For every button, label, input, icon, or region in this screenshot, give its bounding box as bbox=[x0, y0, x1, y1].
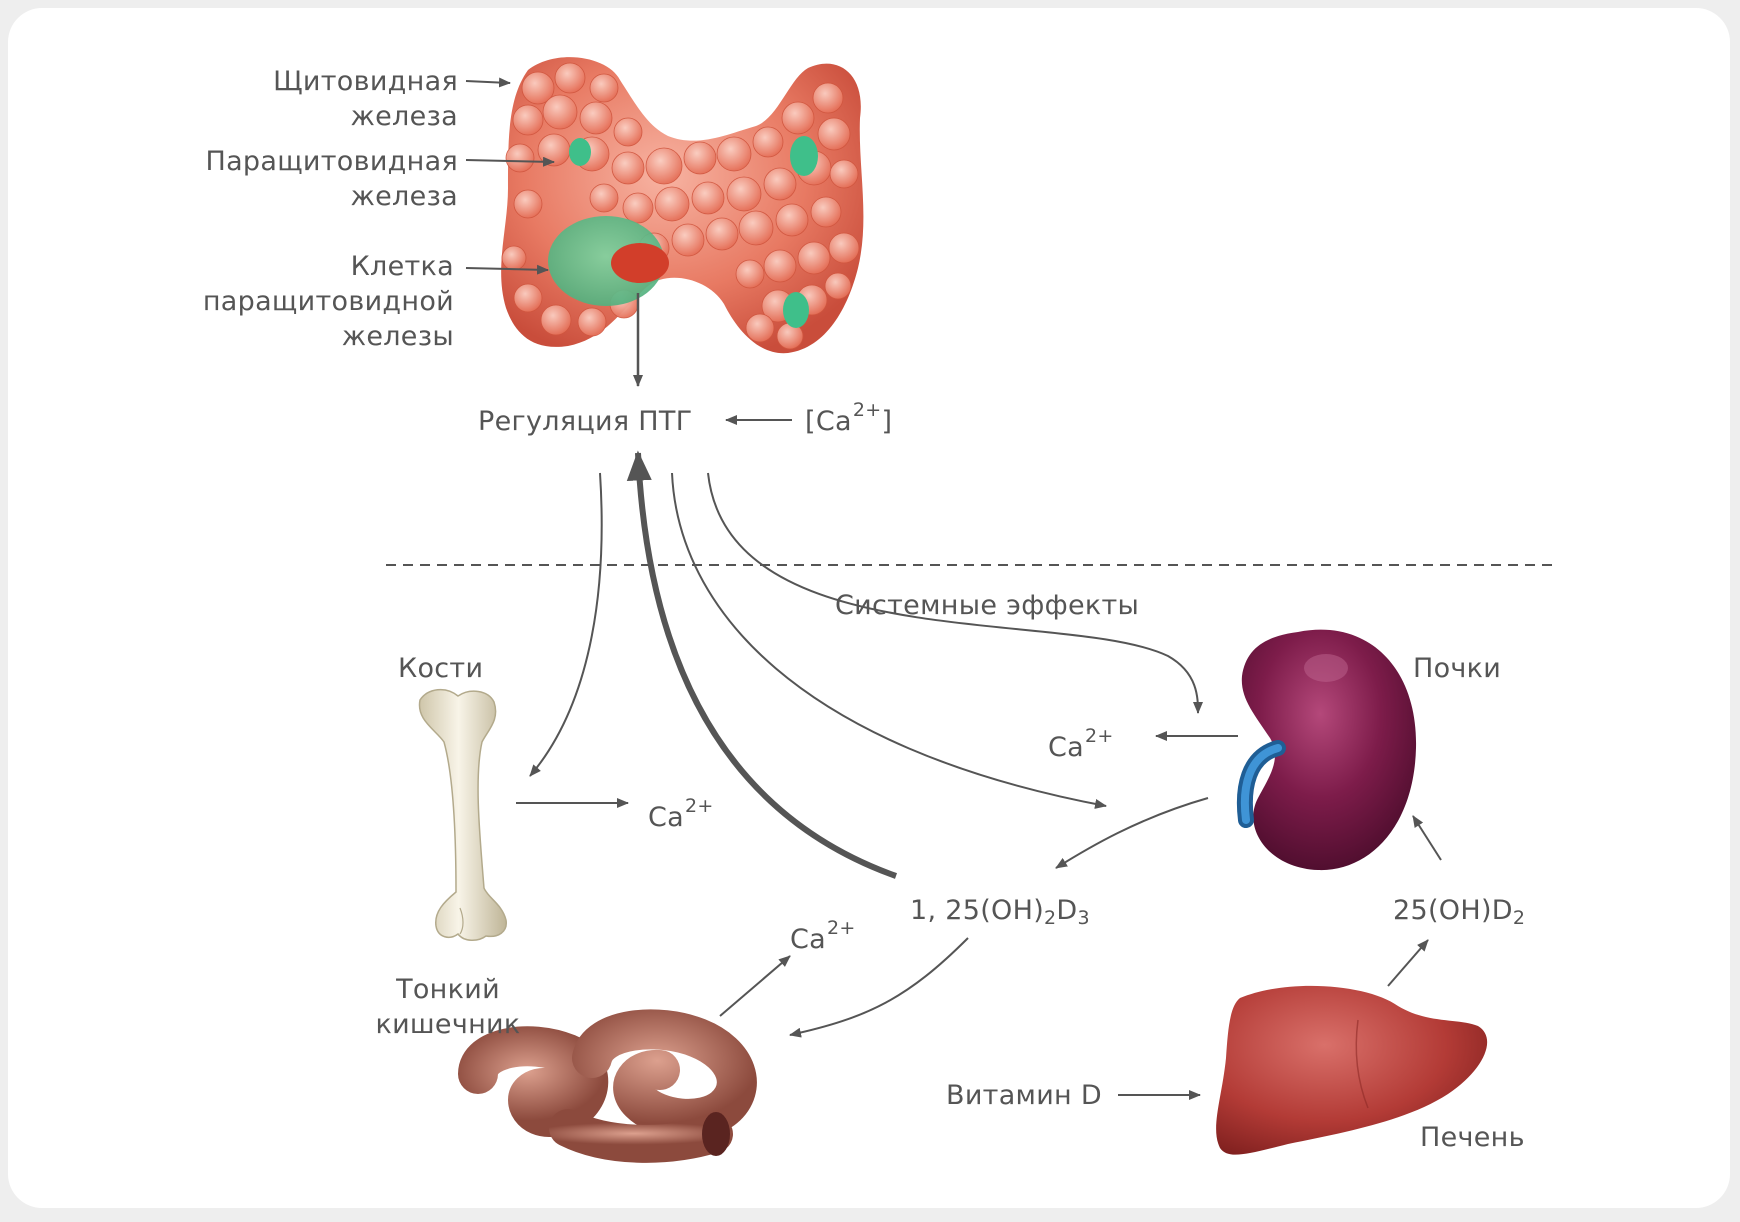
liver-illustration bbox=[1216, 985, 1488, 1155]
intestine-calcium-label: Ca2+ bbox=[790, 917, 856, 955]
vitamin-d-label: Витамин D bbox=[946, 1080, 1102, 1111]
calcitriol-label: 1, 25(OH)2D3 bbox=[910, 895, 1090, 929]
kidney-to-calcitriol-arrow bbox=[1055, 797, 1209, 869]
kidney-calcium-label: Ca2+ bbox=[1048, 725, 1114, 763]
calcitriol-to-intestine-arrow bbox=[789, 937, 969, 1038]
pth-regulation-label: Регуляция ПТГ bbox=[478, 406, 693, 437]
bone-illustration bbox=[418, 688, 507, 941]
bone-calcium-label: Ca2+ bbox=[648, 795, 714, 833]
calcidiol-label: 25(OH)D2 bbox=[1393, 895, 1526, 929]
systemic-effects-label: Системные эффекты bbox=[835, 590, 1140, 621]
liver-label: Печень bbox=[1420, 1122, 1525, 1153]
label-pointers bbox=[465, 77, 555, 275]
thyroid-gland-illustration bbox=[501, 57, 864, 354]
kidney-illustration bbox=[1236, 629, 1417, 871]
cell-nucleus bbox=[611, 243, 669, 283]
liver-to-calcidiol-arrow bbox=[1387, 939, 1429, 987]
pth-to-calcitriol-arrow bbox=[671, 472, 1107, 809]
bones-label: Кости bbox=[398, 653, 484, 684]
diagram-canvas bbox=[386, 57, 1558, 1163]
intestine-illustration bbox=[458, 1009, 757, 1163]
pth-to-bone-arrow bbox=[529, 472, 603, 777]
parathyroid-spot bbox=[569, 138, 591, 166]
blood-calcium-label: [Ca2+] bbox=[805, 399, 893, 437]
calcidiol-to-kidney-arrow bbox=[1412, 815, 1442, 861]
kidneys-label: Почки bbox=[1413, 653, 1502, 684]
calcitriol-feedback-arrow bbox=[626, 450, 898, 879]
intestine-ca-arrow bbox=[719, 955, 791, 1017]
parathyroid-cell bbox=[548, 216, 664, 306]
pth-to-kidney-arrow bbox=[707, 472, 1203, 714]
